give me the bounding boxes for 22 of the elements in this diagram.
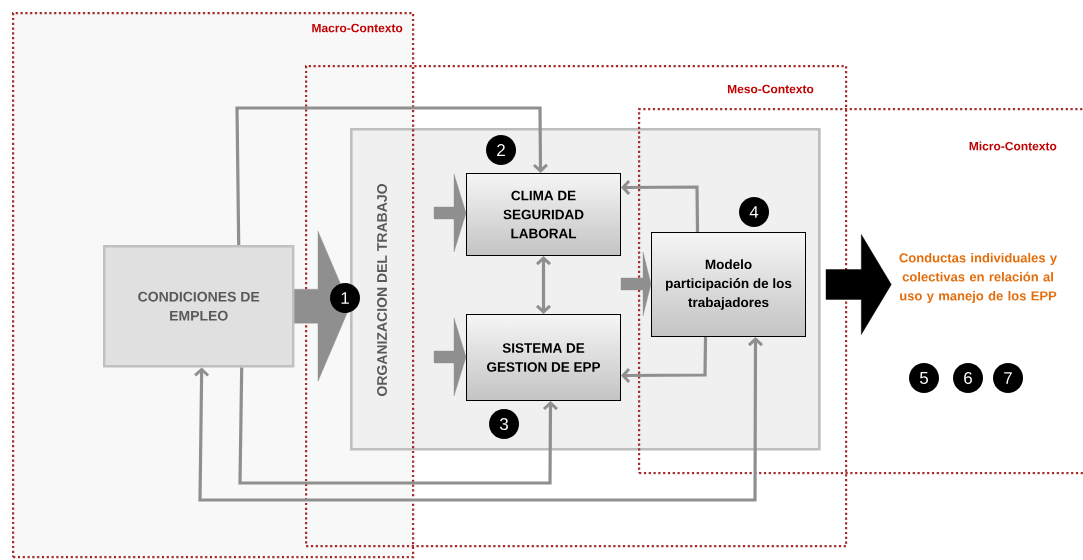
block-arrow: [825, 234, 892, 335]
callout-number: 6: [953, 363, 983, 393]
arrow: [536, 256, 552, 314]
process-box: CONDICIONES DE EMPLEO: [103, 245, 295, 368]
process-box: SISTEMA DE GESTION DE EPP: [466, 314, 621, 401]
callout-number: 5: [909, 363, 939, 393]
block-arrow: [433, 173, 467, 253]
callout-number: 3: [489, 409, 519, 439]
arrow: [621, 179, 700, 232]
callout-number: 4: [739, 197, 769, 227]
callout-number: 1: [330, 283, 360, 313]
arrow: [235, 106, 548, 246]
callout-number: 2: [486, 135, 516, 165]
process-box: Modelo participación de los trabajadores: [651, 232, 806, 337]
callout-number: 7: [993, 363, 1023, 393]
arrow: [238, 367, 558, 485]
process-box: CLIMA DE SEGURIDAD LABORAL: [466, 173, 621, 256]
outcome-text: Conductas individuales y colectivas en relación al uso y manejo de los EPP: [899, 252, 1058, 304]
arrow: [194, 337, 763, 502]
arrow: [621, 336, 708, 383]
block-arrow: [433, 317, 467, 397]
block-arrow: [294, 231, 351, 382]
